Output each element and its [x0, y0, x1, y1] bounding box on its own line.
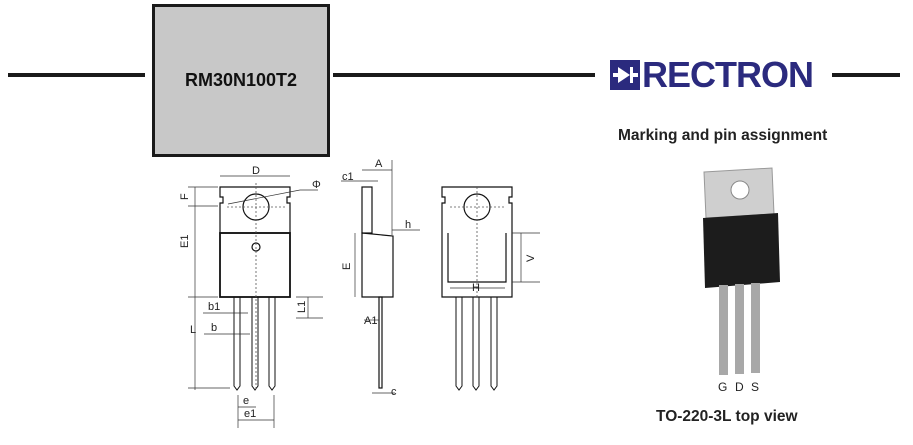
dim-c: c	[391, 386, 397, 398]
rectron-logo-icon	[610, 60, 640, 90]
pin-label-source: S	[751, 380, 759, 394]
dim-h: h	[405, 219, 411, 231]
dim-H: H	[472, 282, 480, 294]
dim-F: F	[179, 193, 191, 200]
dim-b: b	[211, 322, 217, 334]
header-rule-middle	[333, 73, 595, 77]
brand-name: RECTRON	[642, 54, 814, 95]
dim-e: e	[243, 395, 249, 407]
pin-label-drain: D	[735, 380, 744, 394]
dim-V: V	[525, 254, 537, 262]
side-view	[341, 160, 420, 394]
dim-E1: E1	[179, 235, 191, 248]
dimension-labels: D Φ F E1 b1 b L L1 e e1 A c1 h E A1 c V …	[179, 158, 537, 420]
dim-e1: e1	[244, 408, 256, 420]
package-caption: TO-220-3L top view	[656, 408, 798, 425]
dim-b1: b1	[208, 301, 220, 313]
package-photo: G D S	[703, 167, 780, 394]
dim-E: E	[341, 263, 353, 270]
dim-phi: Φ	[312, 179, 321, 191]
dim-A: A	[375, 158, 383, 170]
dim-A1: A1	[364, 315, 377, 327]
pin-label-gate: G	[718, 380, 727, 394]
dim-L: L	[190, 324, 196, 336]
header-rule-left	[8, 73, 145, 77]
front-view	[188, 175, 323, 428]
part-number-box: RM30N100T2	[152, 4, 330, 157]
section-title: Marking and pin assignment	[618, 127, 828, 144]
dim-c1: c1	[342, 171, 354, 183]
dim-D: D	[252, 165, 260, 177]
header-rule-right	[832, 73, 900, 77]
dim-L1: L1	[296, 301, 308, 313]
brand-logo: RECTRON	[610, 54, 814, 95]
part-number: RM30N100T2	[184, 70, 298, 90]
rear-view	[441, 186, 540, 391]
